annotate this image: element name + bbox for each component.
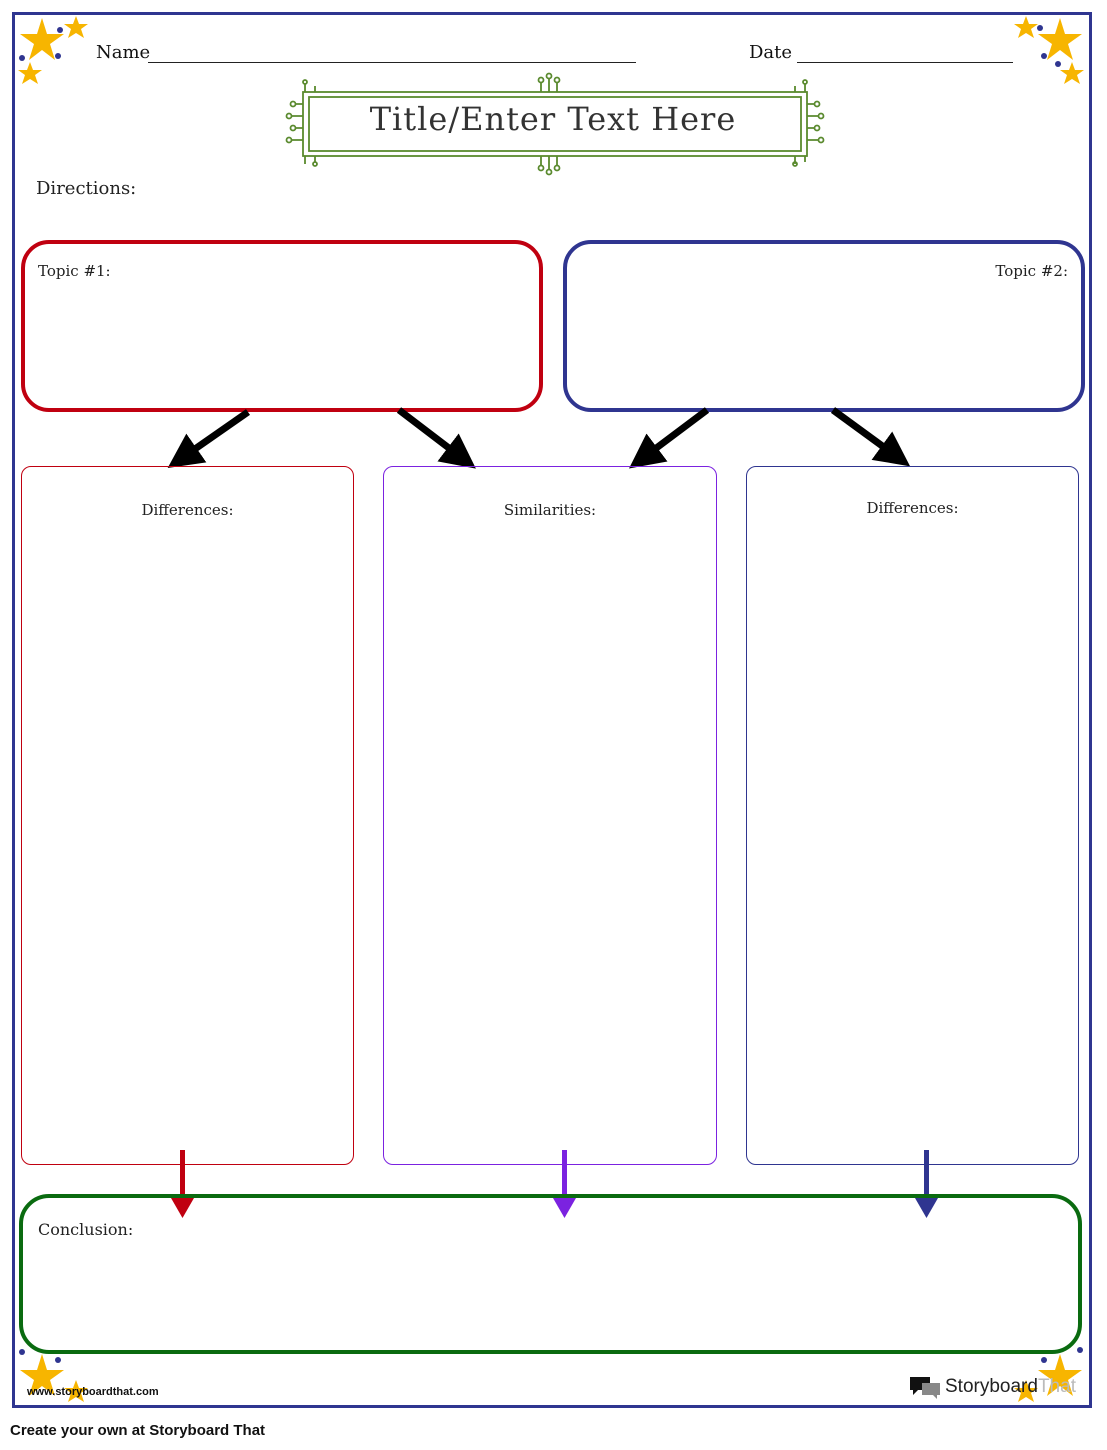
speech-bubbles-icon	[910, 1377, 940, 1399]
brand-storyboard: Storyboard	[945, 1376, 1038, 1397]
star-cluster-bottom-left-icon	[19, 1349, 88, 1402]
name-label: Name	[96, 42, 151, 63]
differences-1-label: Differences:	[141, 501, 234, 519]
conclusion-label: Conclusion:	[38, 1220, 134, 1239]
date-field[interactable]	[797, 62, 1013, 63]
create-your-own-link[interactable]: Create your own at Storyboard That	[10, 1422, 266, 1439]
date-label: Date	[749, 42, 793, 63]
arrow-topic2-to-similarities	[629, 407, 710, 469]
brand-that: That	[1037, 1376, 1076, 1397]
conclusion-box[interactable]: Conclusion:	[19, 1194, 1082, 1354]
conclusion-arrows	[171, 1150, 938, 1218]
arrow-topic1-to-differences	[167, 409, 251, 469]
star-cluster-top-right-icon	[1014, 16, 1084, 84]
arrow-down-red	[171, 1150, 194, 1218]
directions-label: Directions:	[36, 178, 137, 199]
arrow-topic1-to-similarities	[396, 407, 476, 469]
differences-2-label: Differences:	[866, 499, 959, 517]
star-cluster-top-left-icon	[18, 16, 88, 84]
footer-url[interactable]: www.storyboardthat.com	[27, 1386, 159, 1398]
topic-arrows	[167, 407, 911, 469]
worksheet-title[interactable]: Title/Enter Text Here	[369, 100, 737, 138]
topic-1-box[interactable]: Topic #1:	[21, 240, 543, 412]
arrow-down-blue	[915, 1150, 938, 1218]
title-frame-ornament	[285, 72, 825, 176]
topic-2-box[interactable]: Topic #2:	[563, 240, 1085, 412]
differences-2-column[interactable]: Differences:	[746, 466, 1079, 1165]
similarities-column[interactable]: Similarities:	[383, 466, 717, 1165]
arrow-topic2-to-differences	[830, 407, 911, 467]
topic-1-label: Topic #1:	[38, 262, 111, 280]
similarities-label: Similarities:	[503, 501, 597, 519]
star-cluster-bottom-right-icon	[1014, 1347, 1083, 1402]
arrow-down-purple	[553, 1150, 576, 1218]
name-field[interactable]	[148, 62, 636, 63]
page-frame	[12, 12, 1092, 1408]
topic-2-label: Topic #2:	[995, 262, 1068, 280]
differences-1-column[interactable]: Differences:	[21, 466, 354, 1165]
